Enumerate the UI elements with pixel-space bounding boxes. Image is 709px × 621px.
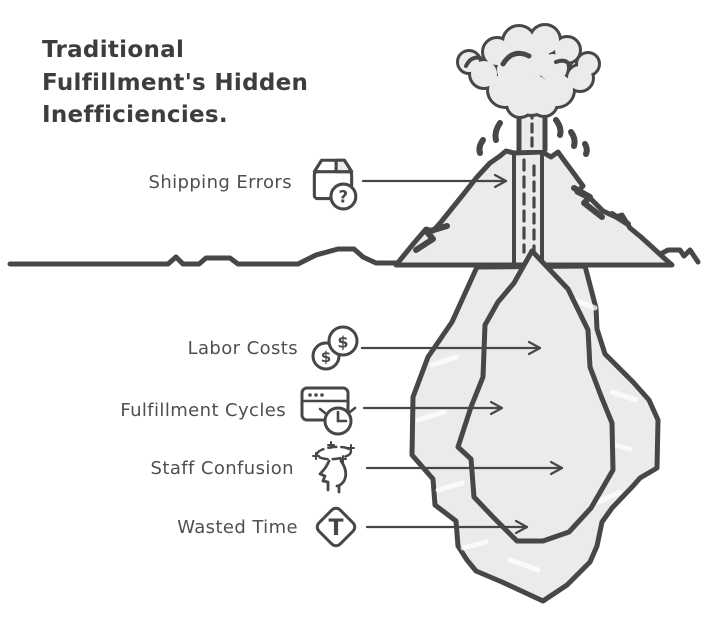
lava-splashes [476,117,590,157]
page-title: Traditional Fulfillment's Hidden Ineffic… [42,34,342,132]
label-labor-costs: Labor Costs $ $ [0,316,362,380]
coins-icon: $ $ [311,325,359,371]
rock-scar [413,223,450,253]
title-line-1: Traditional [42,37,185,63]
arrow-wasted-time [365,519,529,535]
arrow-fulfillment-cycles [362,400,504,416]
label-fulfillment-cycles: Fulfillment Cycles [0,378,362,442]
volcano-mountain [393,148,675,268]
label-text: Staff Confusion [150,457,294,479]
waterline [7,246,701,267]
dizzy-head-icon [312,441,355,494]
ice-streaks [415,297,639,573]
question-glyph: ? [339,188,349,207]
t-glyph: T [328,516,343,541]
title-line-2: Fulfillment's Hidden [42,69,309,96]
dollar-glyph: $ [337,333,348,352]
dollar-glyph: $ [321,348,331,366]
smoke-cloud [456,23,601,119]
package-question-icon: ? [312,158,358,211]
lava-channel [512,151,544,265]
dizzy-sparkles [312,441,355,463]
arrow-shipping-errors [361,173,508,189]
label-text: Fulfillment Cycles [120,399,286,421]
title-line-3: Inefficiencies. [42,102,228,129]
label-shipping-errors: Shipping Errors ? [0,150,362,214]
arrow-staff-confusion [365,460,564,476]
label-wasted-time: Wasted Time T [0,495,362,559]
label-staff-confusion: Staff Confusion [0,436,362,500]
arrow-labor-costs [360,340,542,356]
rock-scar [609,211,631,227]
label-text: Labor Costs [187,337,298,359]
rock-scar [571,185,605,220]
diamond-t-icon: T [315,506,357,548]
browser-clock-icon [300,386,357,436]
pointer-arrows [360,173,564,535]
label-text: Wasted Time [177,516,298,538]
label-text: Shipping Errors [148,171,292,193]
